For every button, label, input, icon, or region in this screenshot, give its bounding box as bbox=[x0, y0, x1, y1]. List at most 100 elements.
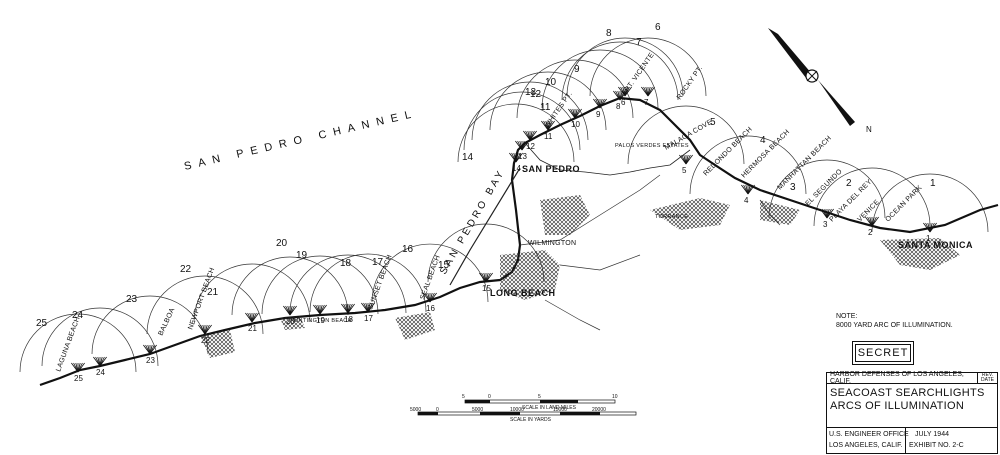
searchlight-site-number: 23 bbox=[146, 356, 155, 365]
searchlight-icon bbox=[568, 108, 582, 119]
illumination-arc bbox=[768, 159, 886, 219]
searchlight-icon bbox=[679, 154, 693, 165]
searchlight-icon bbox=[341, 303, 355, 314]
searchlight-number: 14 bbox=[462, 152, 474, 163]
searchlight-icon bbox=[523, 130, 537, 141]
note-heading: NOTE: bbox=[836, 313, 858, 320]
searchlight-site-number: 5 bbox=[682, 166, 687, 175]
city-label: SANTA MONICA bbox=[898, 240, 973, 250]
city-label: WILMINGTON bbox=[528, 240, 576, 247]
searchlight-site-number: 15 bbox=[482, 284, 491, 293]
scale-miles-tick: 0 bbox=[488, 394, 491, 400]
roads bbox=[519, 174, 781, 331]
searchlight-number: 3 bbox=[790, 182, 796, 193]
place-label: EL SEGUNDO bbox=[804, 168, 844, 208]
scale-yards-tick: 20000 bbox=[592, 407, 606, 413]
searchlight-site-number: 4 bbox=[744, 196, 749, 205]
city-label: SAN PEDRO bbox=[522, 164, 580, 174]
searchlight-number: 4 bbox=[760, 135, 766, 146]
compass-north-label: N bbox=[866, 125, 872, 134]
title-line-2: ARCS OF ILLUMINATION bbox=[830, 400, 965, 412]
searchlight-site-number: 1 bbox=[926, 234, 931, 243]
searchlight-site-number: 13 bbox=[518, 152, 527, 161]
coastline bbox=[39, 96, 999, 387]
scale-miles-tick: 5 bbox=[462, 394, 465, 400]
searchlight-number: 22 bbox=[180, 264, 192, 275]
city-labels: SAN PEDRO WILMINGTON LONG BEACH SANTA MO… bbox=[290, 143, 973, 324]
searchlight-number: 25 bbox=[36, 318, 48, 329]
searchlight-numbers: 1122334455667788991010111112121313141415… bbox=[36, 22, 936, 383]
searchlight-number: 5 bbox=[710, 117, 716, 128]
palos-verdes-outline bbox=[524, 142, 691, 176]
searchlight-number: 20 bbox=[276, 238, 288, 249]
bay-label: SAN PEDRO BAY bbox=[438, 167, 508, 276]
city-label: LONG BEACH bbox=[490, 288, 556, 298]
illumination-arc bbox=[566, 37, 684, 97]
searchlight-site-number: 10 bbox=[571, 120, 580, 129]
breakwater bbox=[449, 167, 521, 286]
illumination-arc bbox=[231, 256, 349, 316]
searchlight-number: 11 bbox=[540, 102, 551, 113]
searchlight-icon bbox=[71, 362, 85, 373]
title-block-date: JULY 1944 bbox=[915, 431, 949, 438]
searchlight-site-number: 25 bbox=[74, 374, 83, 383]
searchlight-site-number: 7 bbox=[644, 98, 649, 107]
searchlight-number: 15 bbox=[438, 260, 450, 271]
searchlight-icon bbox=[820, 208, 834, 219]
office-line-1: U.S. ENGINEER OFFICE bbox=[829, 431, 909, 438]
title-block-exhibit: EXHIBIT NO. 2-C bbox=[909, 442, 964, 449]
water-label: SAN PEDRO CHANNEL bbox=[183, 107, 419, 173]
scale-miles-label: SCALE IN LAND MILES bbox=[522, 405, 577, 411]
searchlight-icon bbox=[479, 272, 493, 283]
title-block-title: SEACOAST SEARCHLIGHTS ARCS OF ILLUMINATI… bbox=[827, 384, 997, 424]
searchlight-site-number: 3 bbox=[823, 220, 828, 229]
searchlight-number: 24 bbox=[72, 310, 84, 321]
searchlight-number: 23 bbox=[126, 294, 138, 305]
office-line-2: LOS ANGELES, CALIF. bbox=[829, 442, 903, 449]
note: NOTE: 8000 YARD ARC OF ILLUMINATION. bbox=[836, 312, 953, 330]
scale-yards-tick: 15000 bbox=[553, 407, 567, 413]
searchlight-number: 18 bbox=[340, 258, 352, 269]
illumination-arc bbox=[463, 91, 581, 151]
illumination-arc bbox=[146, 275, 264, 335]
title-block: HARBOR DEFENSES OF LOS ANGELES, CALIF. R… bbox=[826, 371, 998, 454]
searchlight-site-number: 18 bbox=[344, 315, 353, 324]
searchlight-number: 13 bbox=[525, 87, 537, 98]
title-block-footer: U.S. ENGINEER OFFICE LOS ANGELES, CALIF.… bbox=[827, 427, 997, 454]
searchlight-site-number: 6 bbox=[621, 98, 626, 107]
searchlight-number: 16 bbox=[402, 244, 414, 255]
searchlight-number: 1 bbox=[930, 178, 936, 189]
scale-miles-tick: 5 bbox=[538, 394, 541, 400]
illumination-arc bbox=[813, 167, 931, 227]
searchlight-icon bbox=[593, 98, 607, 109]
illumination-arc bbox=[541, 49, 659, 109]
searchlight-icon bbox=[613, 90, 627, 101]
scale-yards-tick: 5000 bbox=[472, 407, 483, 413]
classification-text: SECRET bbox=[857, 347, 909, 359]
scale-yards-tick: 5000 bbox=[410, 407, 421, 413]
illumination-arc bbox=[193, 263, 311, 323]
place-label: SEAL BEACH bbox=[419, 254, 442, 300]
searchlight-site-number: 12 bbox=[526, 142, 535, 151]
searchlight-icon bbox=[93, 356, 107, 367]
searchlight-site-number: 24 bbox=[96, 368, 105, 377]
illumination-arc bbox=[19, 313, 137, 373]
searchlight-markers bbox=[71, 86, 937, 373]
illumination-arc bbox=[561, 41, 679, 101]
scale-miles-tick: 10 bbox=[612, 394, 618, 400]
title-block-rev: REV. DATE bbox=[977, 373, 997, 384]
searchlight-number: 6 bbox=[655, 22, 661, 33]
searchlight-icon bbox=[143, 344, 157, 355]
searchlight-site-number: 11 bbox=[544, 132, 553, 141]
city-label: PALOS VERDES ESTATES bbox=[615, 143, 689, 149]
searchlight-site-number: 17 bbox=[364, 314, 373, 323]
title-line-1: SEACOAST SEARCHLIGHTS bbox=[830, 387, 985, 399]
searchlight-icon bbox=[641, 86, 655, 97]
searchlight-site-number: 20 bbox=[286, 317, 295, 326]
illumination-arc bbox=[589, 37, 707, 97]
searchlight-icon bbox=[361, 302, 375, 313]
searchlight-number: 7 bbox=[636, 37, 642, 48]
searchlight-site-number: 8 bbox=[616, 102, 621, 111]
searchlight-number: 8 bbox=[606, 28, 612, 39]
